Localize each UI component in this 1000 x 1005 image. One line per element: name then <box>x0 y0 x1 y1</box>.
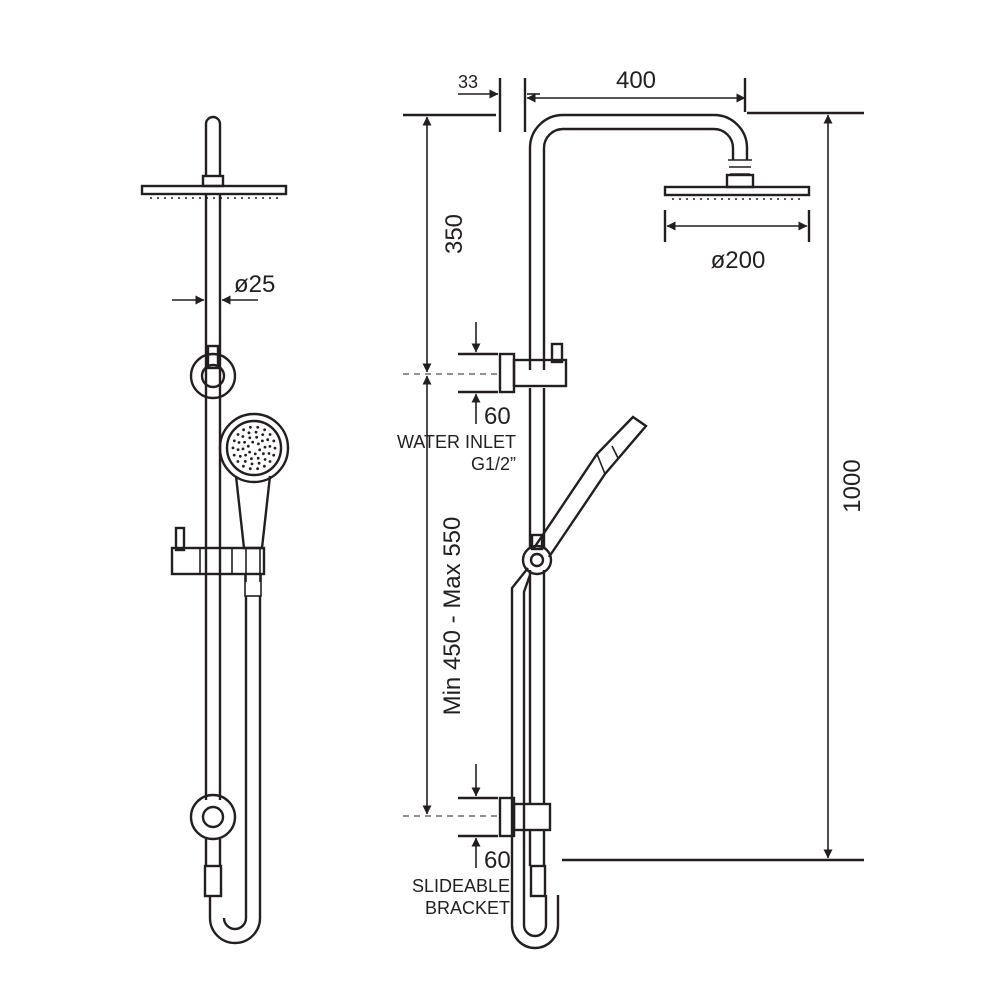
spray-nozzle <box>255 435 258 439</box>
spray-nozzle <box>251 440 255 444</box>
slideable-line1: SLIDEABLE <box>412 876 510 896</box>
front-slide-bracket <box>170 526 266 576</box>
spray-nozzle <box>241 435 245 438</box>
side-shower-head <box>663 159 811 200</box>
spray-nozzle <box>242 428 246 432</box>
front-hand-shower <box>218 412 290 597</box>
upper-bracket-offset-dimension: 60 <box>403 322 511 430</box>
wall-offset-label: 33 <box>458 72 478 92</box>
front-hose <box>208 596 262 945</box>
front-rail <box>204 194 222 800</box>
total-height-dimension: 1000 <box>562 111 866 862</box>
spray-nozzle <box>236 448 240 451</box>
spray-nozzle <box>244 453 248 457</box>
spray-nozzle <box>256 467 259 471</box>
spray-nozzle <box>263 458 267 461</box>
front-upper-bracket <box>189 344 237 400</box>
spray-nozzle <box>250 457 253 461</box>
spray-nozzle <box>256 456 260 460</box>
side-hose <box>510 567 560 950</box>
upper-bracket-offset-label: 60 <box>484 403 511 430</box>
arm-length-dimension: 400 <box>526 67 747 112</box>
spray-nozzle <box>268 460 272 463</box>
spray-nozzle <box>247 431 251 435</box>
spray-nozzle <box>250 462 254 466</box>
front-lower-bracket <box>189 793 237 898</box>
pipe-diameter-label: ø25 <box>234 271 275 298</box>
spray-nozzle <box>238 454 242 458</box>
spray-nozzle <box>268 445 272 448</box>
front-head-connector <box>201 174 225 188</box>
front-shower-head <box>140 184 288 199</box>
spray-nozzle <box>231 446 235 450</box>
spray-nozzle <box>243 460 247 463</box>
front-upper-tube <box>201 115 225 188</box>
bracket-spacing-label: Min 450 - Max 550 <box>439 517 466 716</box>
spray-nozzle <box>261 433 265 436</box>
water-inlet-line2: G1/2” <box>471 454 516 474</box>
pipe-diameter-dimension: ø25 <box>172 271 275 305</box>
side-upper-bracket <box>498 342 568 394</box>
spray-nozzle <box>236 460 240 463</box>
arm-length-label: 400 <box>616 67 656 94</box>
slideable-line2: BRACKET <box>425 898 510 918</box>
head-diameter-label: ø200 <box>711 247 766 274</box>
spray-nozzle <box>263 464 266 468</box>
spray-nozzle <box>267 452 271 455</box>
slideable-bracket-label: SLIDEABLE BRACKET <box>412 876 510 918</box>
water-inlet-label: WATER INLET G1/2” <box>397 432 516 474</box>
spray-nozzle <box>262 452 265 456</box>
front-view: ø25 <box>140 115 290 945</box>
spray-nozzle <box>241 447 245 451</box>
side-lower-bracket <box>498 796 552 866</box>
spray-nozzle <box>273 446 277 450</box>
spray-nozzle <box>237 441 241 444</box>
spray-nozzle <box>246 444 250 448</box>
lower-bracket-offset-dimension: 60 <box>403 764 511 874</box>
head-drop-dimension: 350 <box>403 113 496 373</box>
spray-nozzle <box>248 450 252 454</box>
side-rail-and-arm <box>528 113 749 804</box>
spray-nozzle <box>254 430 258 434</box>
spray-nozzle <box>253 452 257 456</box>
spray-nozzle <box>263 445 267 449</box>
spray-nozzle <box>236 433 240 436</box>
spray-nozzle <box>256 425 260 429</box>
spray-nozzle <box>266 438 270 442</box>
spray-nozzle <box>261 439 264 443</box>
spray-nozzle <box>257 461 261 465</box>
spray-nozzle <box>258 448 262 452</box>
lower-bracket-offset-label: 60 <box>484 847 511 874</box>
spray-nozzle <box>263 428 266 432</box>
head-diameter-dimension: ø200 <box>663 210 811 274</box>
spray-nozzle <box>249 425 252 429</box>
side-view: 33 400 ø200 350 60 <box>397 67 866 950</box>
spray-nozzle <box>243 440 247 444</box>
spray-nozzle <box>272 439 276 443</box>
spray-nozzle <box>248 467 252 471</box>
spray-nozzle <box>257 442 260 446</box>
side-hand-shower <box>521 415 648 576</box>
spray-nozzle <box>272 453 276 457</box>
spray-nozzles <box>231 425 277 471</box>
spray-nozzle <box>242 464 245 468</box>
water-inlet-line1: WATER INLET <box>397 432 516 452</box>
spray-nozzle <box>248 436 252 440</box>
total-height-label: 1000 <box>839 459 866 512</box>
spray-nozzle <box>268 433 272 436</box>
bracket-spacing-dimension: Min 450 - Max 550 <box>422 375 466 815</box>
spray-nozzle <box>232 439 236 443</box>
head-drop-label: 350 <box>441 214 468 254</box>
spray-nozzle <box>232 453 236 457</box>
